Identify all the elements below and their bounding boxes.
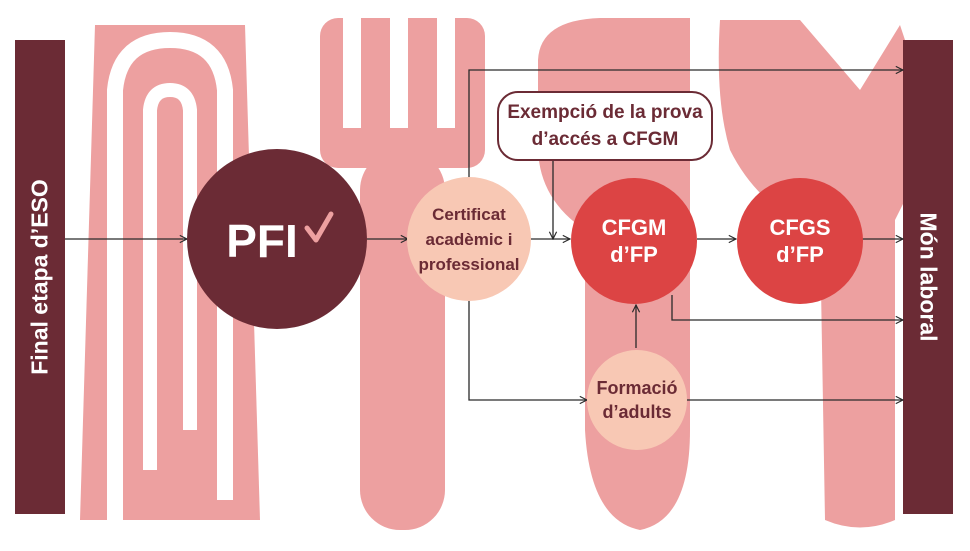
adults-label: Formació d’adults	[596, 378, 678, 422]
exempcio-label: Exempció de la prova d’accés a CFGM	[507, 102, 703, 150]
connectors	[65, 70, 903, 400]
start-label: Final etapa d’ESO	[26, 179, 53, 375]
adults-node	[587, 350, 687, 450]
start-bar	[15, 40, 65, 514]
end-label: Món laboral	[915, 212, 942, 342]
paperclip-icon	[80, 25, 260, 520]
certificat-node	[407, 177, 531, 301]
edge-certificat-mon-laboral	[468, 70, 903, 178]
pfi-label: PFI	[226, 215, 298, 267]
cfgs-node	[737, 178, 863, 304]
cfgs-label: CFGS d’FP	[769, 215, 831, 267]
pfi-node	[187, 149, 367, 329]
cfgm-label: CFGM d’FP	[601, 215, 667, 267]
cfgm-node	[571, 178, 697, 304]
edge-certificat-adults	[468, 300, 587, 400]
edge-cfgm-mon-laboral	[671, 295, 903, 320]
exempcio-node	[497, 91, 713, 161]
certificat-label: Certificat acadèmic i professional	[418, 204, 520, 274]
end-bar	[903, 40, 953, 514]
checkmark-icon	[304, 211, 334, 243]
